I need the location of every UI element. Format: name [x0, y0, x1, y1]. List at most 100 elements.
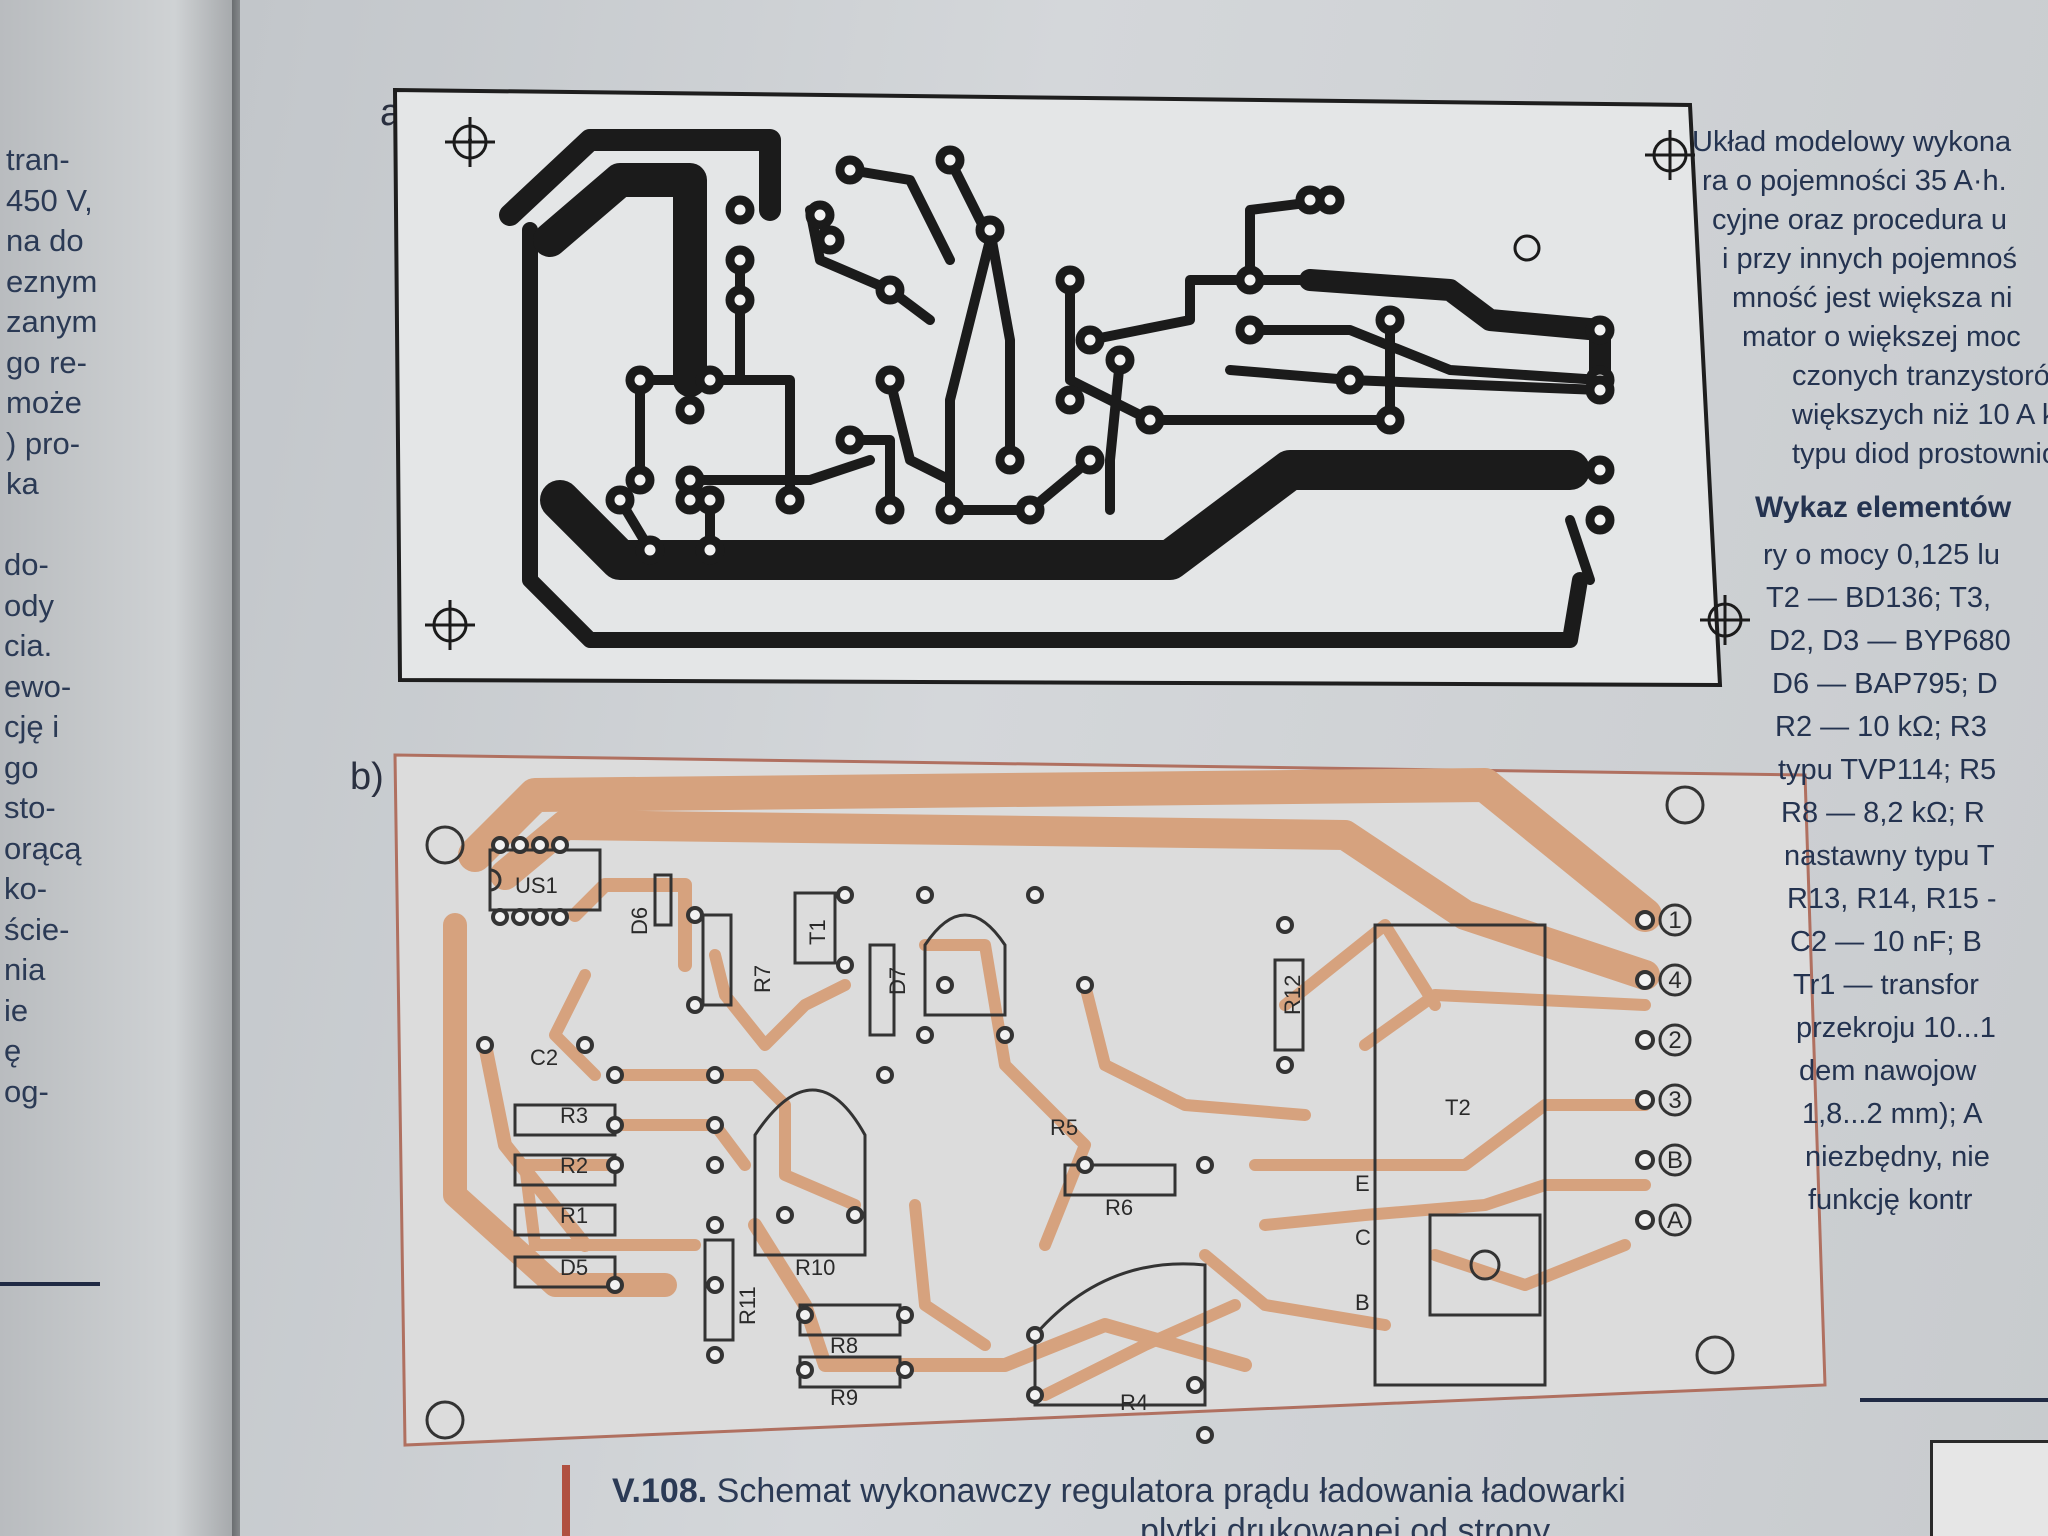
pcb-pad — [706, 1156, 724, 1174]
label-c: C — [1355, 1225, 1371, 1250]
pcb-pad — [706, 1346, 724, 1364]
right-intro-line: mator o większej moc — [1742, 321, 2021, 353]
left-column-line: cję i — [4, 709, 60, 744]
pcb-pad — [875, 495, 905, 525]
pcb-pad — [916, 1026, 934, 1044]
pcb-pad — [1375, 405, 1405, 435]
pcb-pad — [876, 1066, 894, 1084]
pcb-pad — [491, 908, 509, 926]
terminal-label: A — [1667, 1207, 1683, 1234]
pcb-pad — [1585, 455, 1615, 485]
left-column-line: go re- — [6, 344, 87, 380]
pcb-pad — [476, 1036, 494, 1054]
caption-number: V.108. — [612, 1472, 708, 1510]
parts-list-line: niezbędny, nie — [1805, 1141, 1990, 1173]
pcb-pad — [875, 365, 905, 395]
pcb-pad — [815, 225, 845, 255]
label-r2: R2 — [560, 1153, 588, 1178]
pcb-pad — [531, 836, 549, 854]
right-intro-line: czonych tranzystorów — [1792, 360, 2048, 392]
pcb-pad — [491, 836, 509, 854]
label-r6: R6 — [1105, 1195, 1133, 1220]
left-column-line: ście- — [4, 911, 70, 947]
terminal-1: 1 — [1635, 903, 1692, 937]
pcb-pad — [1026, 1326, 1044, 1344]
pcb-pad — [936, 976, 954, 994]
pcb-pad — [1315, 185, 1345, 215]
left-page-rule — [0, 1282, 100, 1286]
left-column-line: może — [6, 385, 82, 420]
left-column-line: sto- — [4, 790, 56, 825]
caption-line2: plytki drukowanej od strony — [1140, 1512, 1551, 1536]
pcb-pad — [511, 908, 529, 926]
pcb-pad — [796, 1306, 814, 1324]
pcb-pad — [1235, 265, 1265, 295]
terminal-label: 4 — [1668, 967, 1681, 994]
pcb-pad — [625, 365, 655, 395]
pcb-pad — [875, 275, 905, 305]
parts-list-line: przekroju 10...1 — [1796, 1012, 1996, 1044]
pcb-pad — [511, 836, 529, 854]
label-b: B — [1355, 1290, 1370, 1315]
left-column-line: orącą — [4, 830, 82, 866]
pcb-pad — [835, 155, 865, 185]
parts-list-line: C2 — 10 nF; B — [1790, 926, 1982, 958]
pcb-pad — [725, 285, 755, 315]
pcb-pad — [1235, 315, 1265, 345]
parts-list-line: dem nawojow — [1799, 1055, 1977, 1087]
parts-list-line: nastawny typu T — [1784, 840, 1995, 872]
caption-bar — [562, 1465, 570, 1536]
label-t1: T1 — [805, 919, 830, 945]
left-column-line: do- — [4, 547, 49, 582]
pcb-pad — [606, 1116, 624, 1134]
terminal-label: 1 — [1668, 907, 1681, 934]
pcb-pad — [1276, 1056, 1294, 1074]
pcb-pad — [975, 215, 1005, 245]
terminal-B: B — [1635, 1143, 1692, 1177]
label-r3: R3 — [560, 1103, 588, 1128]
parts-list-line: R8 — 8,2 kΩ; R — [1781, 797, 1985, 829]
pcb-pad — [1335, 365, 1365, 395]
figure-box — [1930, 1440, 2048, 1536]
pcb-pad — [576, 1036, 594, 1054]
terminal-label: 2 — [1668, 1027, 1681, 1054]
pcb-pad — [775, 485, 805, 515]
pcb-pad — [1015, 495, 1045, 525]
label-d7: D7 — [885, 967, 910, 995]
pcb-pad — [725, 245, 755, 275]
label-t2: T2 — [1445, 1095, 1471, 1120]
label-r7: R7 — [750, 965, 775, 993]
pcb-pad — [836, 886, 854, 904]
left-column-line: ) pro- — [6, 425, 81, 461]
pcb-pad — [796, 1361, 814, 1379]
pcb-pad — [606, 1156, 624, 1174]
parts-list-line: funkcję kontr — [1808, 1184, 1973, 1216]
label-d5: D5 — [560, 1255, 588, 1280]
pcb-pad — [605, 485, 635, 515]
left-column-line: ewo- — [4, 668, 72, 704]
label-r4: R4 — [1120, 1390, 1148, 1415]
parts-list-line: R2 — 10 kΩ; R3 — [1775, 711, 1987, 743]
terminal-label: 3 — [1668, 1087, 1681, 1114]
pcb-pad — [1186, 1376, 1204, 1394]
pcb-layout-b: US1 C2 D6 R7 T1 D7 R12 R3 R2 R1 D5 R5 R6… — [393, 753, 1827, 1447]
pcb-pad — [686, 996, 704, 1014]
pcb-pad — [706, 1116, 724, 1134]
left-column-line: cia. — [4, 628, 53, 663]
label-c2: C2 — [530, 1045, 558, 1070]
terminal-label: B — [1667, 1147, 1683, 1174]
label-d6: D6 — [627, 907, 652, 935]
pcb-pad — [835, 425, 865, 455]
pcb-pad — [635, 535, 665, 565]
label-us1: US1 — [515, 873, 558, 898]
pcb-pad — [686, 906, 704, 924]
parts-list-line: ry o mocy 0,125 lu — [1763, 539, 2000, 571]
parts-list-line: 1,8...2 mm); A — [1802, 1098, 1983, 1130]
left-column-line: 450 V, — [6, 182, 93, 218]
parts-list-line: typu TVP114; R5 — [1778, 754, 1997, 786]
label-r11: R11 — [735, 1286, 760, 1325]
left-column-line: ko- — [4, 871, 48, 906]
pcb-pad — [1276, 916, 1294, 934]
terminal-3: 3 — [1635, 1083, 1692, 1117]
